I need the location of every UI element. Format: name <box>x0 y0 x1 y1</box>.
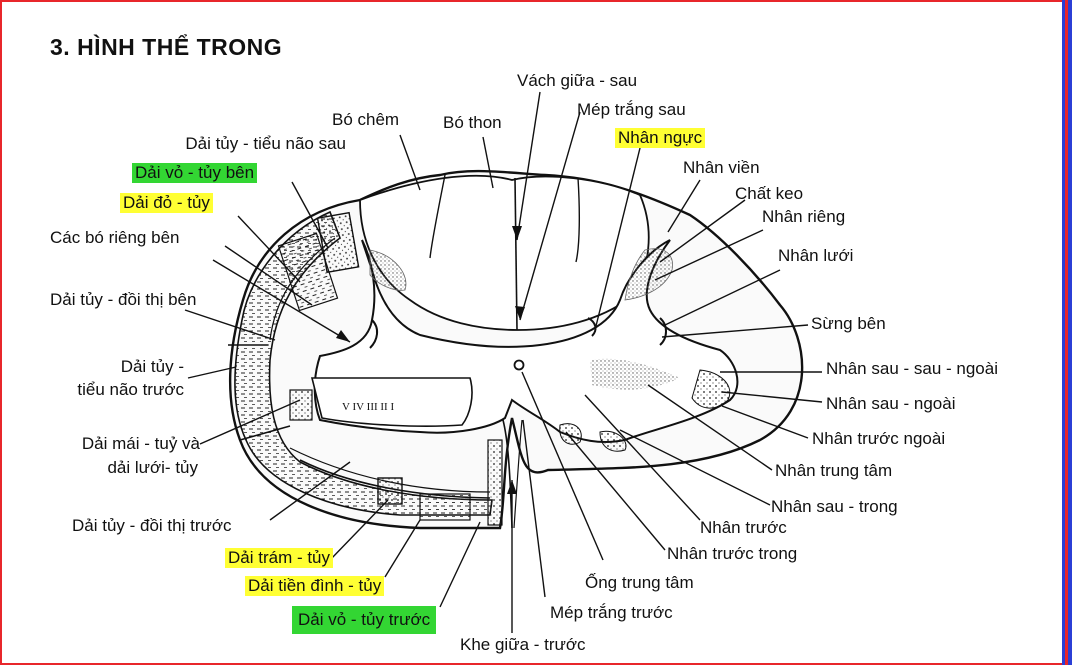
label-nhan-trung-tam: Nhân trung tâm <box>775 461 893 480</box>
lamina-numerals: V IV III II I <box>342 401 394 413</box>
label-nhan-truoc-ngoai: Nhân trước ngoài <box>812 429 946 448</box>
label-dai-tram-tuy: Dải trám - tủy <box>225 548 334 568</box>
label-nhan-rieng: Nhân riêng <box>762 207 846 226</box>
label-dai-tuy-doi-thi-truoc: Dải tủy - đồi thị trước <box>72 516 232 535</box>
label-dai-vo-tuy-ben: Dải vỏ - tủy bên <box>132 163 258 183</box>
label-nhan-truoc: Nhân trước <box>700 518 787 537</box>
label-nhan-sau-sau-ngoai: Nhân sau - sau - ngoài <box>826 359 998 378</box>
highlight-green: Dải vỏ - tủy trước <box>292 606 437 634</box>
label-nhan-vien: Nhân viền <box>683 158 760 177</box>
label-dai-mai-tuy-1: Dải mái - tuỷ và <box>81 434 200 453</box>
label-chat-keo: Chất keo <box>735 184 804 203</box>
highlight-yellow: Nhân ngực <box>615 128 706 148</box>
highlight-green: Dải vỏ - tủy bên <box>132 163 258 183</box>
arrowheads <box>336 226 525 494</box>
label-dai-do-tuy: Dải đỏ - tủy <box>120 193 213 213</box>
label-dai-mai-tuy-2: dải lưới- tủy <box>107 458 198 477</box>
label-cac-bo-rieng-ben: Các bó riêng bên <box>50 228 180 247</box>
page-title: 3. HÌNH THỂ TRONG <box>50 34 283 60</box>
central-canal <box>513 359 525 371</box>
right-edge-bar <box>1062 0 1072 665</box>
label-nhan-nguc: Nhân ngực <box>615 128 706 148</box>
label-khe-giua-truoc: Khe giữa - trước <box>460 635 586 654</box>
label-dai-tuy-doi-thi-ben: Dải tủy - đồi thị bên <box>50 290 197 309</box>
highlight-yellow: Dải đỏ - tủy <box>120 193 213 213</box>
label-dai-tien-dinh-tuy: Dải tiền đình - tủy <box>245 576 385 596</box>
label-mep-trang-truoc: Mép trắng trước <box>550 603 673 622</box>
label-dai-tuy-tieu-nao-truoc-2: tiểu não trước <box>77 380 184 399</box>
label-dai-vo-tuy-truoc: Dải vỏ - tủy trước <box>292 606 437 634</box>
label-dai-tuy-tieu-nao-sau: Dải tủy - tiểu não sau <box>185 134 346 153</box>
leader-lines <box>184 91 823 633</box>
highlight-yellow: Dải trám - tủy <box>225 548 334 568</box>
label-dai-tuy-tieu-nao-truoc-1: Dải tủy - <box>120 357 184 376</box>
label-nhan-sau-ngoai: Nhân sau - ngoài <box>826 394 956 413</box>
label-bo-chem: Bó chêm <box>332 110 400 129</box>
label-nhan-luoi: Nhân lưới <box>778 246 854 265</box>
label-vach-giua-sau: Vách giữa - sau <box>517 71 638 90</box>
label-bo-thon: Bó thon <box>443 113 502 132</box>
label-nhan-truoc-trong: Nhân trước trong <box>667 544 798 563</box>
highlight-yellow: Dải tiền đình - tủy <box>245 576 385 596</box>
label-nhan-sau-trong: Nhân sau - trong <box>771 497 898 516</box>
label-ong-trung-tam: Ống trung tâm <box>585 573 694 592</box>
label-mep-trang-sau: Mép trắng sau <box>577 100 686 119</box>
label-sung-ben: Sừng bên <box>811 314 886 333</box>
